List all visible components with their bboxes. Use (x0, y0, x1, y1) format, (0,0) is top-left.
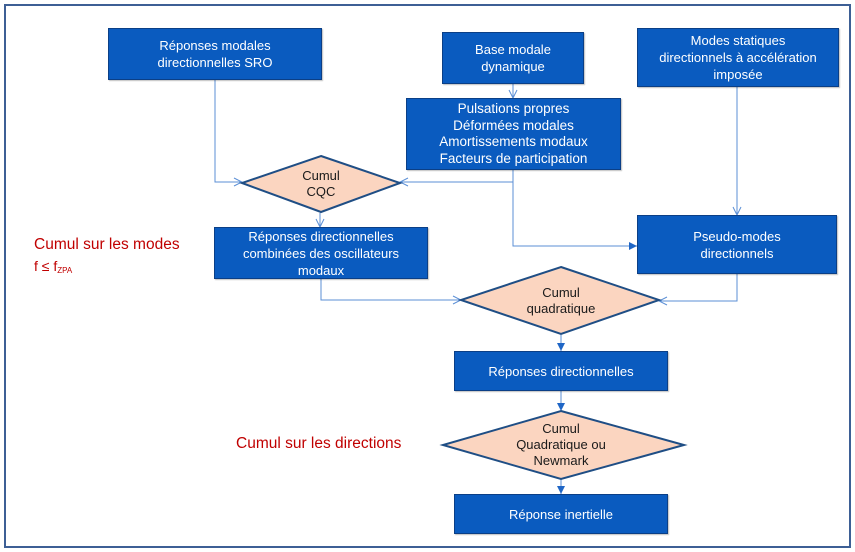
box-directional-responses: Réponses directionnelles (454, 351, 668, 391)
box-pseudo-modes: Pseudo-modes directionnels (637, 215, 837, 274)
box-text-line: directionnels (700, 245, 774, 261)
box-text-line: Amortissements modaux (439, 134, 588, 149)
connector-pseudo-to-quadratic (659, 273, 738, 301)
decision-quadratic-shape (457, 265, 663, 336)
box-text-line: Base modale (475, 42, 551, 57)
box-sro-modal-responses: Réponses modales directionnelles SRO (108, 28, 322, 80)
annotation-directions-title: Cumul sur les directions (236, 435, 402, 452)
box-text-line: modaux (297, 262, 345, 278)
decision-text-line: quadratique (526, 301, 596, 316)
box-static-modes: Modes statiques directionnels à accéléra… (637, 28, 839, 87)
connector-sro-to-cqc (214, 80, 242, 182)
annotation-modes-condition: f ≤ fZPA (34, 256, 72, 281)
box-text-line: combinées des oscillateurs (242, 245, 400, 261)
decision-cqc: Cumul CQC (272, 164, 370, 204)
connector-modal-data-to-cqc (400, 170, 514, 182)
annotation-modes-title: Cumul sur les modes (34, 236, 180, 253)
box-text-line: imposée (713, 67, 763, 82)
condition-subscript: ZPA (57, 266, 73, 275)
decision-direction: Cumul Quadratique ou Newmark (500, 420, 622, 470)
decision-text-line: Cumul (542, 421, 580, 436)
decision-quadratic: Cumul quadratique (500, 281, 622, 321)
box-text-line: Pseudo-modes (693, 228, 781, 244)
decision-text-line: Cumul (542, 285, 580, 300)
condition-text: f ≤ f (34, 258, 58, 274)
connector-modal-data-to-pseudo (512, 182, 637, 250)
box-text-line: Réponses directionnelles (248, 228, 394, 244)
diagram-frame (4, 4, 851, 548)
box-text-line: Facteurs de participation (439, 150, 588, 166)
decision-text-line: CQC (306, 184, 336, 199)
connector-combined-to-quadratic (320, 278, 461, 300)
decision-text-line: Newmark (533, 453, 589, 468)
box-text-line: Réponse inertielle (508, 506, 614, 522)
box-text-line: dynamique (481, 59, 545, 74)
decision-direction-shape (439, 409, 688, 481)
box-text-line: directionnels à accélération (659, 50, 817, 65)
box-text-line: Réponses directionnelles (488, 363, 634, 379)
decision-text-line: Quadratique ou (516, 437, 606, 452)
decision-text-line: Cumul (302, 168, 340, 183)
box-text-line: Modes statiques (690, 33, 786, 48)
box-combined-responses: Réponses directionnelles combinées des o… (214, 227, 428, 279)
box-modal-data: Pulsations propres Déformées modales Amo… (406, 98, 621, 170)
box-text-line: Déformées modales (453, 117, 574, 133)
box-base-modal: Base modale dynamique (442, 32, 584, 84)
box-text-line: Réponses modales (159, 38, 271, 53)
decision-cqc-shape (239, 154, 403, 214)
box-inertial-response: Réponse inertielle (454, 494, 668, 534)
box-text-line: directionnelles SRO (157, 55, 273, 70)
box-text-line: Pulsations propres (457, 101, 570, 116)
